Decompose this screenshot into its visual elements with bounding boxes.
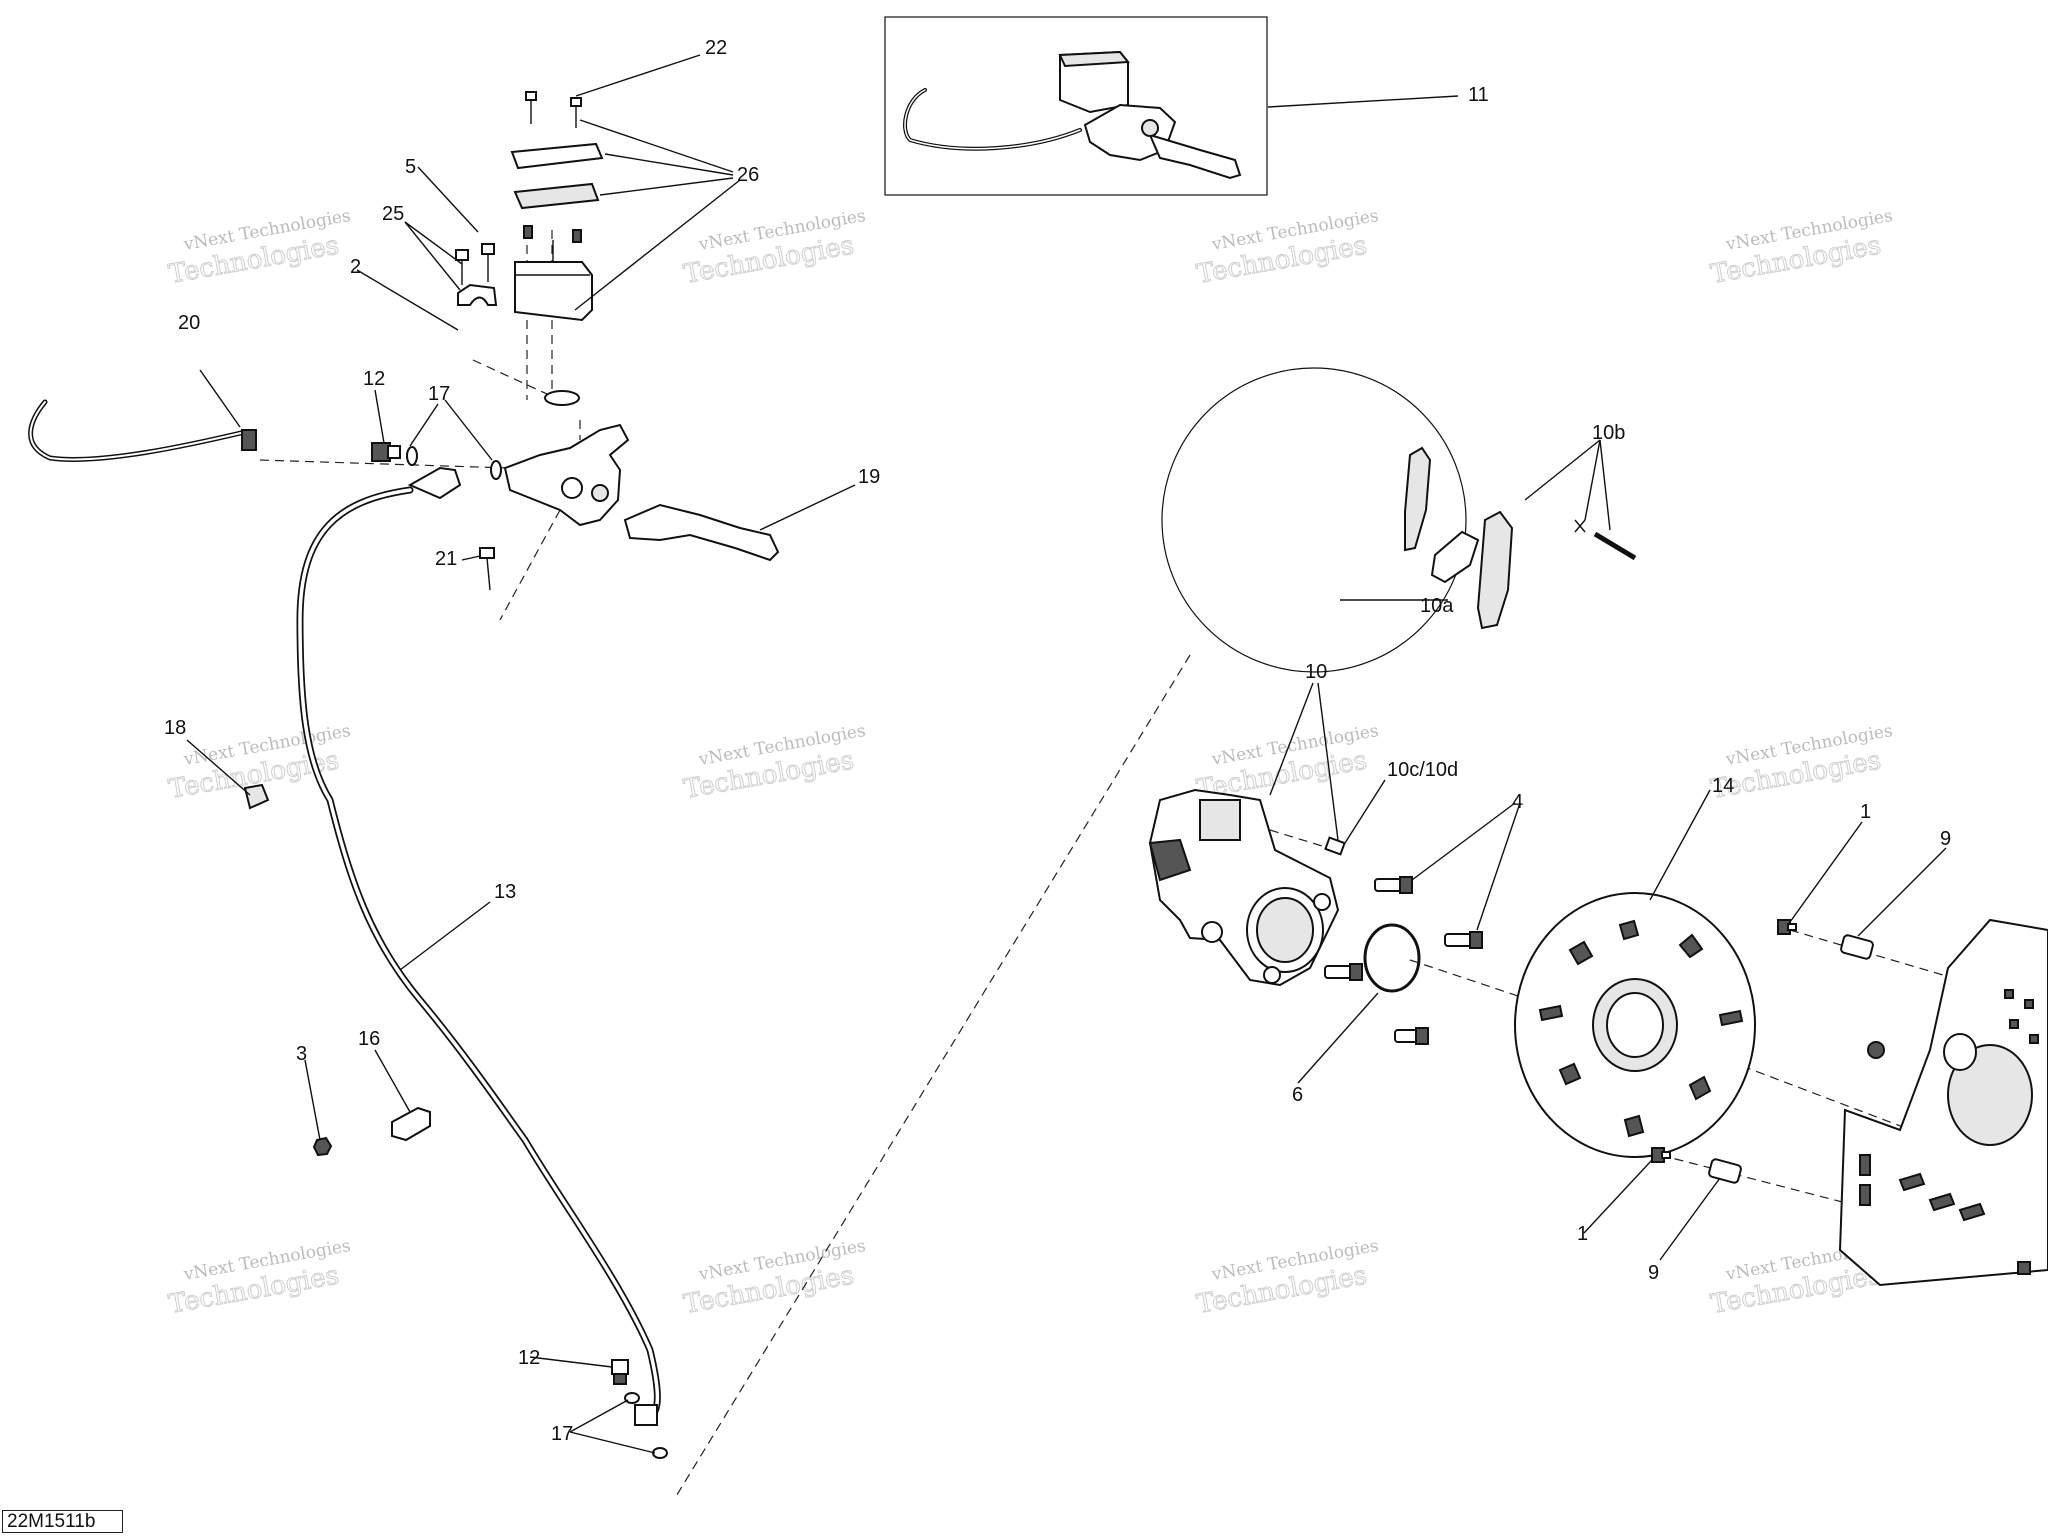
caliper-bolt	[1394, 1027, 1429, 1045]
brake-caliper	[1148, 788, 1340, 987]
callout-14: 14	[1712, 775, 1734, 797]
brake-pad	[1476, 510, 1514, 630]
nut	[312, 1136, 333, 1157]
banjo-bolt	[371, 442, 401, 462]
brake-pad-inset	[1161, 367, 1637, 673]
brake-pad	[1404, 446, 1432, 552]
callout-20: 20	[178, 312, 200, 334]
sealing-washer	[490, 460, 502, 480]
callout-21: 21	[435, 548, 457, 570]
watermark: vNext Technologies Technologies	[1708, 206, 1894, 291]
handlebar-clamp	[457, 283, 498, 306]
mounting-bolt	[1777, 919, 1797, 935]
watermark: vNext Technologies Technologies	[1194, 721, 1380, 806]
callout-10a: 10a	[1420, 595, 1454, 617]
float-part	[523, 225, 533, 239]
callout-26: 26	[737, 164, 759, 186]
callout-12: 12	[363, 368, 385, 390]
mounting-bolt	[1651, 1147, 1671, 1163]
reservoir-diaphragm	[513, 182, 600, 210]
caliper-bolt	[1324, 963, 1363, 981]
callout-1-bottom: 1	[1577, 1223, 1588, 1245]
caliper-disc-assembly	[1148, 788, 2048, 1287]
fluid-reservoir	[514, 261, 593, 322]
callout-5: 5	[405, 156, 416, 178]
brake-hose	[296, 466, 661, 1426]
callout-10b: 10b	[1592, 422, 1625, 444]
callout-13: 13	[494, 881, 516, 903]
master-cylinder-inset	[884, 16, 1268, 196]
callout-11: 11	[1468, 84, 1489, 106]
pad-pin	[1574, 519, 1637, 561]
callout-17: 17	[428, 383, 450, 405]
brake-switch-wire	[28, 399, 257, 462]
callout-1-top: 1	[1860, 801, 1871, 823]
sealing-washer	[406, 446, 418, 466]
callout-3: 3	[296, 1043, 307, 1065]
callout-16: 16	[358, 1028, 380, 1050]
callout-9-bottom: 9	[1648, 1262, 1659, 1284]
watermark: vNext Technologies Technologies	[681, 206, 867, 291]
caliper-bracket	[1838, 918, 2048, 1287]
hose-clip	[391, 1106, 431, 1142]
reservoir-cover	[510, 142, 604, 170]
reservoir-screw	[570, 97, 582, 128]
callout-labels: 22 26 5 25 2 20 12 17 19 21 11 10b 10a 1…	[164, 37, 1951, 1445]
sealing-washer	[624, 1392, 640, 1404]
callout-9-top: 9	[1940, 828, 1951, 850]
spacer-bushing	[1708, 1158, 1742, 1184]
caliper-bolt	[1374, 876, 1413, 894]
banjo-bolt	[611, 1359, 629, 1385]
callout-4: 4	[1512, 791, 1523, 813]
callout-22: 22	[705, 37, 727, 59]
caliper-o-ring	[1363, 923, 1421, 993]
spacer-bushing	[1840, 934, 1874, 960]
master-cylinder-assembly	[243, 91, 780, 1459]
document-id: 22M1511b	[2, 1510, 123, 1533]
callout-10c-10d: 10c/10d	[1387, 759, 1458, 781]
watermark: vNext Technologies Technologies	[1194, 1236, 1380, 1321]
callout-2: 2	[350, 256, 361, 278]
bleed-screw	[1324, 836, 1346, 856]
callout-12-bottom: 12	[518, 1347, 540, 1369]
sealing-washer	[652, 1447, 668, 1459]
clamp-screw	[455, 249, 469, 285]
brake-lever	[623, 503, 780, 562]
hose-guide	[243, 783, 270, 810]
caliper-bolt	[1444, 931, 1483, 949]
callout-17-bottom: 17	[551, 1423, 573, 1445]
lever-pivot-bolt	[479, 547, 495, 591]
callout-19: 19	[858, 466, 880, 488]
callout-6: 6	[1292, 1084, 1303, 1106]
callout-25: 25	[382, 203, 404, 225]
callout-10: 10	[1305, 661, 1327, 683]
watermark: vNext Technologies Technologies	[681, 721, 867, 806]
callout-18: 18	[164, 717, 186, 739]
watermark: vNext Technologies Technologies	[681, 1236, 867, 1321]
brake-disc	[1514, 892, 1756, 1158]
float-part	[572, 229, 582, 243]
watermark: vNext Technologies Technologies	[166, 206, 352, 291]
reservoir-screw	[525, 91, 537, 124]
watermark: vNext Technologies Technologies	[1194, 206, 1380, 291]
pad-spring	[1430, 530, 1480, 584]
watermark: vNext Technologies Technologies	[166, 1236, 352, 1321]
reservoir-o-ring	[544, 390, 580, 406]
leader-lines	[186, 54, 1947, 1454]
master-cylinder-body	[503, 423, 630, 527]
clamp-screw	[481, 243, 495, 282]
